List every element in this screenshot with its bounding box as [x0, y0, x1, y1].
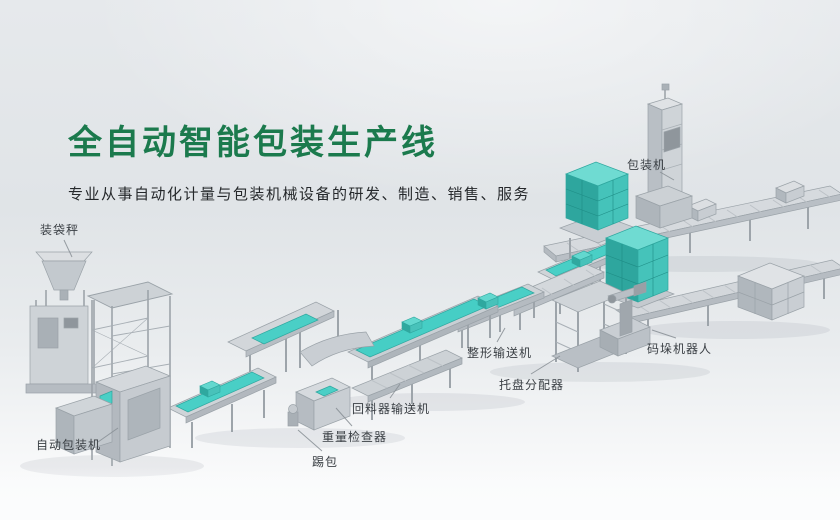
- headline-block: 全自动智能包装生产线 专业从事自动化计量与包装机械设备的研发、制造、销售、服务: [68, 124, 530, 204]
- label-packing-machine: 包装机: [627, 158, 667, 172]
- label-bag-kicker: 踢包: [312, 455, 339, 469]
- label-shaping-conveyor: 整形输送机: [467, 346, 533, 360]
- label-leader-lines: [63, 171, 677, 452]
- label-pallet-dispenser: 托盘分配器: [499, 378, 565, 392]
- checkweigher-machine: [295, 377, 351, 431]
- label-auto-packing-machine: 自动包装机: [36, 438, 102, 452]
- auto-packing-machine-body: [55, 365, 172, 463]
- bagging-scale-machine: [25, 251, 99, 394]
- bag-kicker-device: [287, 404, 299, 427]
- palletizing-robot-machine: [599, 281, 651, 357]
- label-weight-checker: 重量检查器: [322, 430, 388, 444]
- label-return-feeder-conveyor: 回料器输送机: [352, 402, 431, 416]
- return-conveyor-machine: [351, 349, 463, 420]
- teal-packages: [199, 250, 593, 398]
- gray-pallet-stack: [737, 262, 805, 321]
- label-bagging-scale: 装袋秤: [40, 223, 80, 237]
- packing-machine-tower: [634, 83, 694, 229]
- label-palletizing-robot: 码垛机器人: [647, 342, 713, 356]
- page-subtitle: 专业从事自动化计量与包装机械设备的研发、制造、销售、服务: [68, 186, 531, 204]
- page-title: 全自动智能包装生产线: [68, 124, 438, 162]
- curve-conveyor: [227, 301, 375, 386]
